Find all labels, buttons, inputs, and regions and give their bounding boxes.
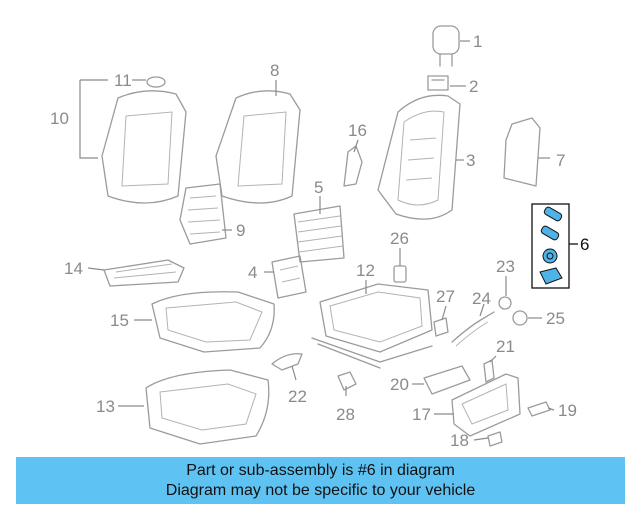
part-knob-23[interactable] — [498, 296, 512, 310]
part-bracket-20[interactable] — [423, 365, 471, 395]
callout-10: 10 — [50, 109, 69, 128]
part-trim-18[interactable] — [487, 431, 503, 447]
callout-8: 8 — [270, 61, 279, 80]
callout-9: 9 — [236, 221, 245, 240]
fastener-bolt-2 — [540, 225, 560, 241]
part-bracket-4[interactable] — [271, 255, 307, 299]
callout-26: 26 — [390, 229, 409, 248]
callout-4: 4 — [248, 263, 257, 282]
callout-15: 15 — [110, 311, 129, 330]
part-clip-11[interactable] — [146, 76, 166, 88]
fastener-bolt-1 — [543, 206, 563, 222]
callout-1: 1 — [473, 32, 482, 51]
banner-line-2: Diagram may not be specific to your vehi… — [165, 482, 476, 499]
part-knob-25[interactable] — [512, 310, 528, 326]
banner-line-1: Part or sub-assembly is #6 in diagram — [186, 462, 455, 479]
part-6-highlight[interactable] — [531, 203, 578, 289]
part-side-shield[interactable] — [451, 373, 521, 437]
callout-5: 5 — [314, 178, 323, 197]
callout-19: 19 — [558, 401, 577, 420]
part-cushion-pad[interactable] — [145, 369, 270, 445]
part-cushion-cover[interactable] — [151, 291, 275, 353]
part-seatback-pad[interactable] — [101, 90, 187, 204]
callout-6: 6 — [580, 235, 589, 254]
callouts: 1 2 3 4 5 6 7 8 9 10 11 12 13 14 15 16 1… — [50, 32, 589, 450]
callout-17: 17 — [412, 405, 431, 424]
callout-14: 14 — [64, 259, 83, 278]
part-bracket-28[interactable] — [337, 371, 357, 391]
callout-25: 25 — [546, 309, 565, 328]
part-spring-mat[interactable] — [293, 205, 345, 263]
part-clip-26[interactable] — [393, 265, 407, 283]
callout-3: 3 — [466, 151, 475, 170]
part-switch-21[interactable] — [483, 359, 495, 383]
callout-28: 28 — [336, 405, 355, 424]
part-trim-19[interactable] — [527, 401, 551, 417]
part-trim-16[interactable] — [343, 145, 363, 187]
callout-23: 23 — [496, 257, 515, 276]
callout-13: 13 — [96, 397, 115, 416]
callout-11: 11 — [114, 71, 132, 90]
callout-12: 12 — [356, 261, 375, 280]
callout-16: 16 — [348, 121, 367, 140]
part-back-panel[interactable] — [503, 117, 541, 187]
fastener-clip — [539, 267, 563, 285]
part-lumbar-pad[interactable] — [179, 183, 227, 245]
part-cable-24[interactable] — [451, 311, 495, 347]
info-banner: Part or sub-assembly is #6 in diagram Di… — [16, 457, 625, 504]
part-seatback-frame[interactable] — [377, 94, 461, 220]
callout-21: 21 — [496, 337, 515, 356]
part-heater-mat[interactable] — [103, 259, 185, 287]
callout-18: 18 — [450, 431, 469, 450]
part-trim-27[interactable] — [433, 317, 449, 337]
callout-2: 2 — [469, 77, 478, 96]
callout-27: 27 — [436, 287, 455, 306]
part-headrest-guide[interactable] — [427, 75, 449, 91]
callout-24: 24 — [472, 289, 491, 308]
part-lever-22[interactable] — [271, 353, 303, 371]
fastener-nut — [542, 248, 558, 264]
callout-7: 7 — [556, 151, 565, 170]
part-seat-frame[interactable] — [311, 283, 433, 369]
callout-22: 22 — [288, 387, 307, 406]
callout-20: 20 — [390, 375, 409, 394]
seat-parts-diagram: 1 2 3 4 5 6 7 8 9 10 11 12 13 14 15 16 1… — [50, 25, 589, 450]
leader-lines — [79, 40, 555, 441]
part-seatback-cover[interactable] — [215, 90, 301, 204]
part-headrest[interactable] — [432, 25, 460, 67]
